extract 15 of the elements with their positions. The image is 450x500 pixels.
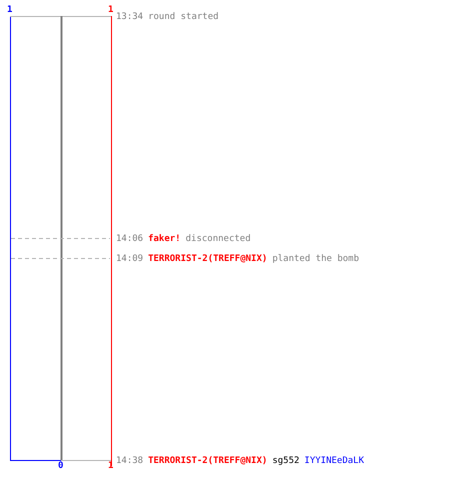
axis-value: 1 xyxy=(7,5,12,15)
player-name: TERRORIST-2(TREFF@NIX) xyxy=(148,254,268,264)
event-time: 14:09 xyxy=(116,254,144,264)
event-text: planted the bomb xyxy=(272,254,360,264)
axis-value: 1 xyxy=(108,5,114,15)
event-text: round started xyxy=(148,12,219,22)
player-name: TERRORIST-2(TREFF@NIX) xyxy=(148,456,268,466)
player-name: faker! xyxy=(148,234,181,244)
axis-value: 0 xyxy=(58,461,64,471)
event-time: 14:38 xyxy=(116,456,144,466)
event-text: disconnected xyxy=(186,234,251,244)
weapon-name: sg552 xyxy=(272,456,300,466)
player-name: IYYINEeDaLK xyxy=(304,456,364,466)
event-time: 14:06 xyxy=(116,234,144,244)
event-time: 13:34 xyxy=(116,12,144,22)
